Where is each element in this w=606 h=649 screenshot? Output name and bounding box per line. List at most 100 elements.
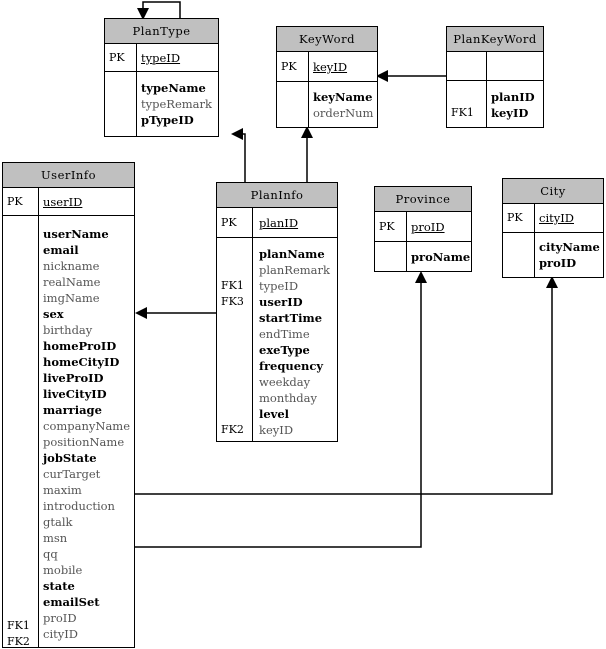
field: liveProID [43,371,104,385]
entity-title: KeyWord [277,27,377,52]
field: planRemark [259,263,330,277]
field: homeProID [43,339,117,353]
pk-field: cityID [539,211,574,225]
field: monthday [259,391,317,405]
planinfo-plantype-link [231,128,246,182]
fk1-label: FK1 [451,106,474,119]
field: companyName [43,419,131,433]
entity-province[interactable]: Province PK proID proName [374,186,472,272]
key-column [447,52,487,80]
key-column [375,242,407,272]
field: msn [43,531,68,545]
pk-label: PK [7,195,23,208]
entity-city[interactable]: City PK cityID cityName proID [502,178,604,278]
fk2-label: FK2 [221,423,244,436]
entity-userinfo[interactable]: UserInfo PK userID FK1 FK2 userName email… [2,162,135,648]
pk-row: PK planID [217,208,337,238]
pk-field: planID [259,216,299,230]
field: marriage [43,403,102,417]
pk-label: PK [281,60,297,73]
field: planID [491,90,535,104]
field: curTarget [43,467,101,481]
userinfo-city-link [135,276,558,495]
field: gtalk [43,515,73,529]
key-column [503,233,535,278]
field: typeRemark [141,97,212,111]
field: jobState [43,451,97,465]
pk-field: proID [411,220,445,234]
field: keyName [313,90,373,104]
fields-row: cityName proID [503,233,603,278]
field: endTime [259,327,310,341]
field: typeID [259,279,299,293]
field: typeName [141,81,206,95]
field: frequency [259,359,324,373]
field: sex [43,307,64,321]
pk-label: PK [379,220,395,233]
entity-title: PlanKeyWord [447,27,543,52]
pk-field: keyID [313,60,348,74]
pk-field: typeID [141,51,181,65]
pk-row: PK userID [3,188,134,216]
pk-field: userID [43,195,83,209]
entity-title: PlanInfo [217,183,337,208]
field: startTime [259,311,323,325]
field: state [43,579,75,593]
entity-title: UserInfo [3,163,134,188]
entity-keyword[interactable]: KeyWord PK keyID keyName orderNum [276,26,378,128]
entity-title: PlanType [105,19,218,44]
pk-label: PK [109,51,125,64]
field: positionName [43,435,125,449]
fk3-label: FK3 [221,295,244,308]
field: nickname [43,259,100,273]
plantype-self-link [137,1,181,20]
entity-title: City [503,179,603,204]
fields-row: keyName orderNum [277,82,377,128]
entity-plantype[interactable]: PlanType PK typeID typeName typeRemark p… [104,18,219,137]
field: pTypeID [141,113,194,127]
fields-row: proName [375,242,471,272]
field: weekday [259,375,311,389]
entity-title: Province [375,187,471,212]
field: orderNum [313,106,374,120]
field: level [259,407,290,421]
field: liveCityID [43,387,107,401]
field: homeCityID [43,355,120,369]
fields-row: typeName typeRemark pTypeID [105,72,218,137]
key-column: FK1 [447,81,487,128]
field: userID [259,295,303,309]
key-column: PK [105,44,137,71]
key-column: PK [375,212,407,241]
field: birthday [43,323,93,337]
field: qq [43,547,58,561]
field: maxim [43,483,82,497]
field: cityName [539,240,600,254]
fk1-label: FK1 [221,279,244,292]
field: proName [411,250,471,264]
fk2-label: FK2 [7,635,30,648]
pk-label: PK [221,216,237,229]
fk1-label: FK1 [7,619,30,632]
pk-label: PK [507,211,523,224]
key-column: FK1 FK2 [3,216,39,648]
fields-row: FK1 FK3 FK2 planName planRemark typeID user… [217,238,337,442]
field: email [43,243,79,257]
key-column: PK [3,188,39,215]
entity-planinfo[interactable]: PlanInfo PK planID FK1 FK3 FK2 planName p… [216,182,338,442]
fields-row: FK1 planID keyID [447,81,543,128]
field: proID [43,611,77,625]
pk-row [447,52,543,81]
pk-row: PK cityID [503,204,603,233]
field: cityID [43,627,78,641]
field: planName [259,247,325,261]
field: userName [43,227,109,241]
field: mobile [43,563,83,577]
key-column: FK1 FK3 FK2 [217,238,253,442]
userinfo-province-link [135,271,427,548]
field: imgName [43,291,100,305]
entity-plankeyword[interactable]: PlanKeyWord FK1 planID keyID [446,26,544,128]
field: proID [539,256,577,270]
key-column: PK [217,208,253,237]
